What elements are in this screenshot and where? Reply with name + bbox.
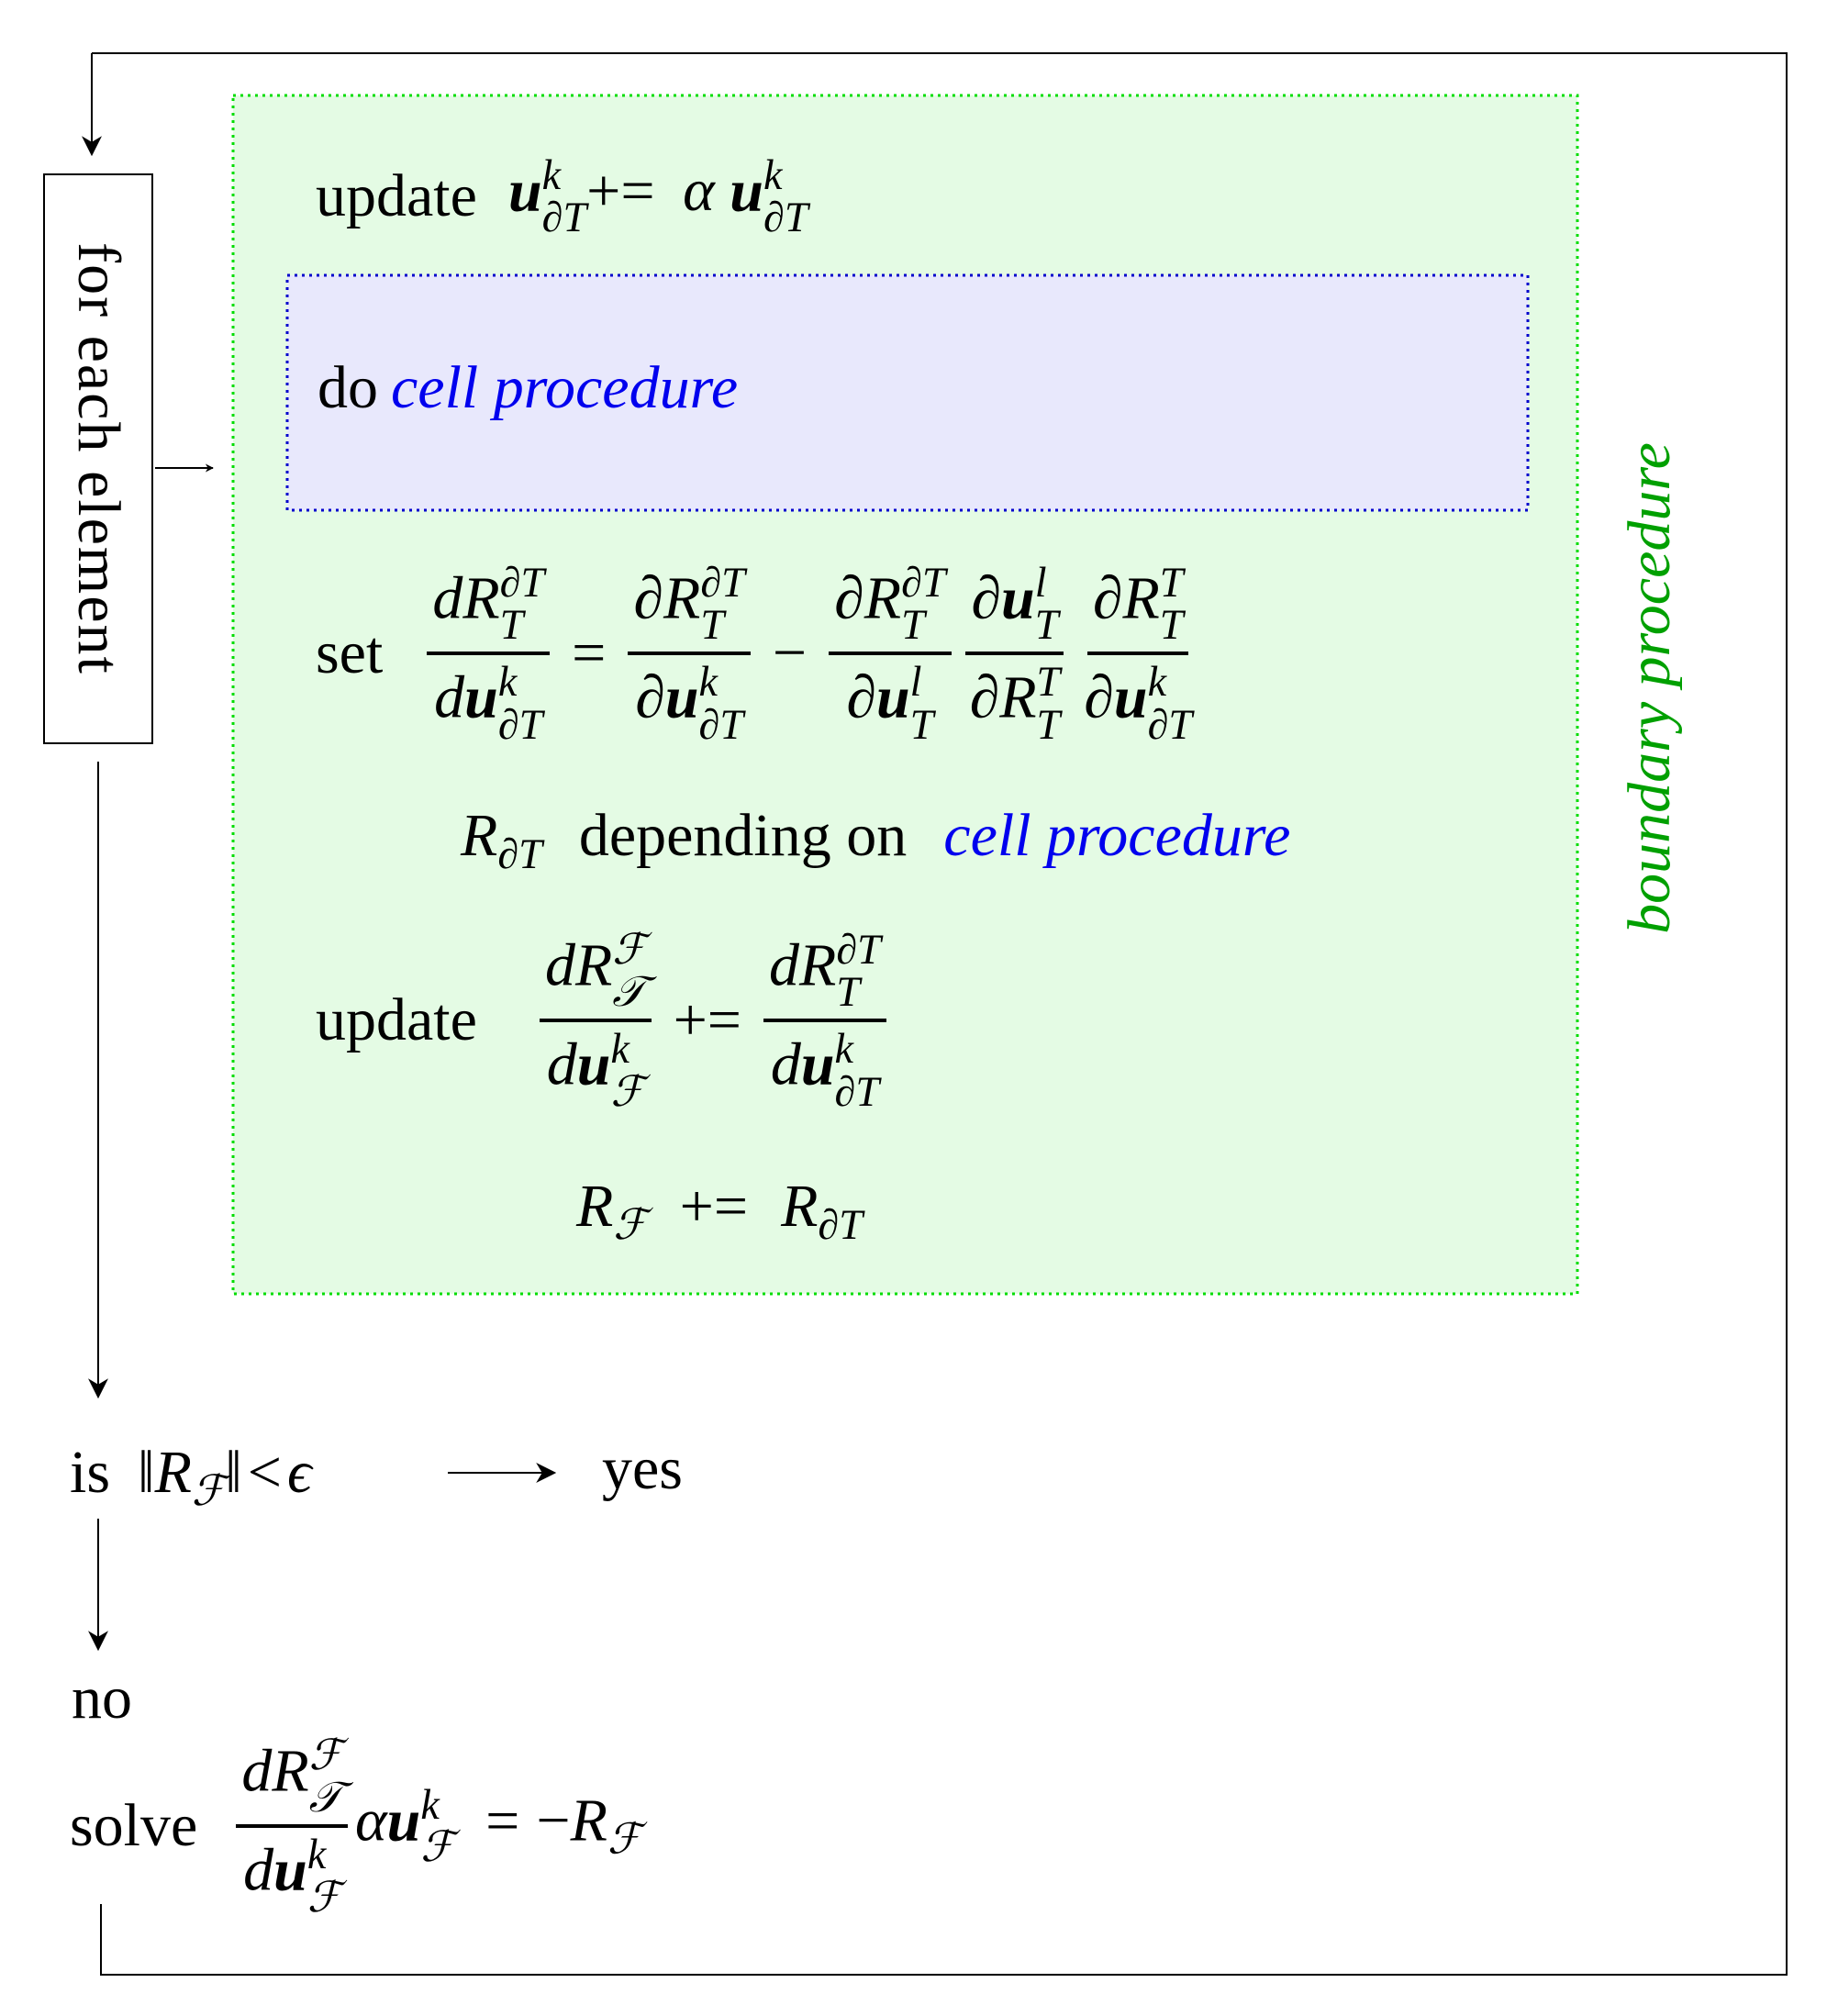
residual-accumulate-step: Rℱ += R∂T [576, 1173, 863, 1249]
norm-expression: ‖Rℱ‖<ϵ [138, 1439, 312, 1515]
convergence-check: is ‖Rℱ‖<ϵ [70, 1439, 312, 1515]
update-word-2: update [316, 986, 477, 1054]
cell-procedure-box [285, 273, 1530, 512]
loop-top-line [92, 52, 1788, 1976]
residual-symbol: R∂T [461, 802, 542, 878]
cell-procedure-reference[interactable]: cell procedure [943, 802, 1291, 869]
update-word: update [316, 162, 477, 230]
boundary-procedure-label: boundary procedure [1616, 442, 1683, 934]
is-word: is [70, 1439, 111, 1506]
set-word: set [316, 619, 384, 687]
loop-box [43, 173, 153, 744]
depending-text: depending on [578, 802, 908, 869]
no-label: no [72, 1665, 132, 1732]
do-word: do [317, 354, 378, 421]
cell-procedure-link[interactable]: cell procedure [391, 354, 739, 421]
yes-label: yes [602, 1435, 683, 1502]
residual-note: R∂T depending on cell procedure [461, 802, 1291, 878]
solve-word: solve [70, 1792, 198, 1860]
cell-procedure-call: do cell procedure [317, 358, 738, 418]
loop-label: for each element [65, 242, 132, 675]
